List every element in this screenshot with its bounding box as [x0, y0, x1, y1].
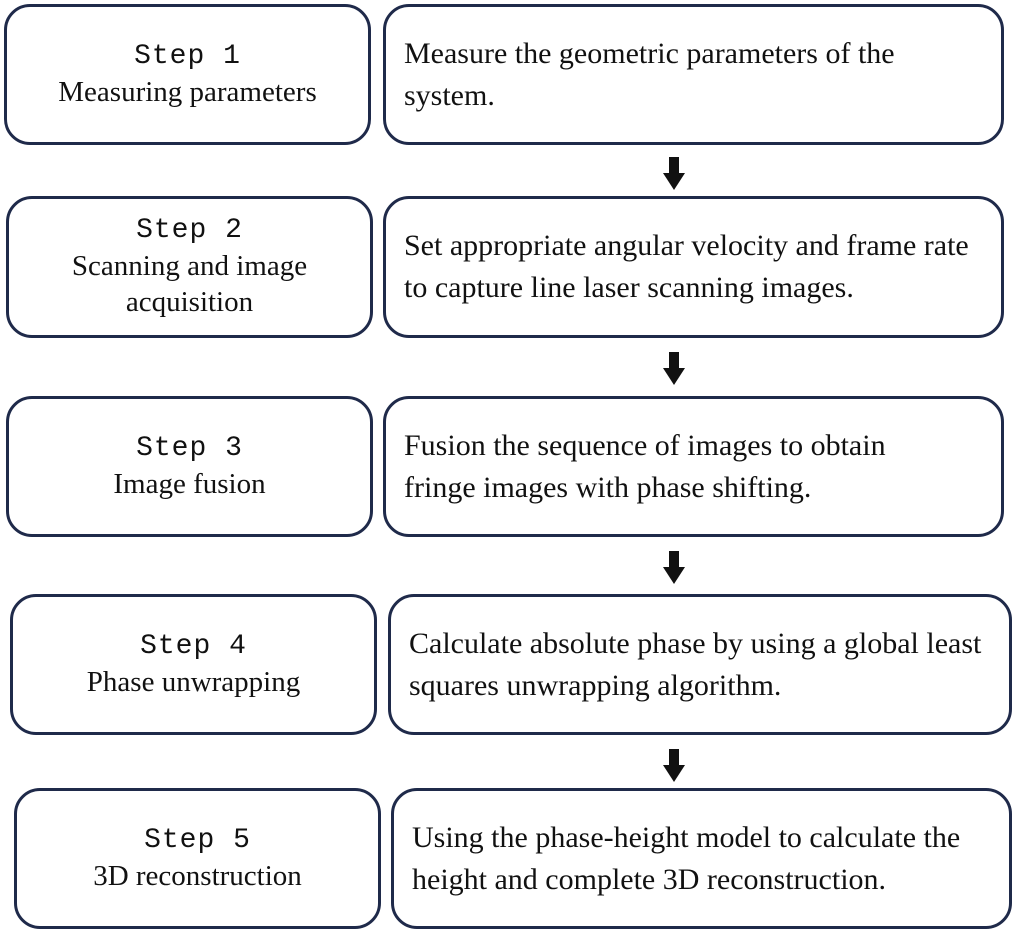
step-4-title: Phase unwrapping — [86, 665, 301, 698]
step-2-title: Scanning and image acquisition — [71, 250, 308, 318]
step-1-number: Step 1 — [134, 40, 241, 72]
step-1-description: Measure the geometric parameters of the … — [404, 36, 895, 112]
step-3-description-box: Fusion the sequence of images to obtain … — [383, 396, 1004, 537]
step-3-label-box: Step 3 Image fusion — [6, 396, 373, 537]
step-4-description-box: Calculate absolute phase by using a glob… — [388, 594, 1012, 735]
step-5-title: 3D reconstruction — [93, 859, 302, 892]
arrow-down-3-to-4-icon — [663, 551, 685, 585]
step-2-number: Step 2 — [136, 215, 243, 246]
step-3-title: Image fusion — [113, 467, 266, 500]
step-2-label-box: Step 2 Scanning and image acquisition — [6, 196, 373, 338]
step-2-description: Set appropriate angular velocity and fra… — [404, 229, 969, 304]
step-5-description-box: Using the phase-height model to calculat… — [391, 788, 1012, 929]
step-5-label-box: Step 5 3D reconstruction — [14, 788, 381, 929]
step-1-title: Measuring parameters — [58, 75, 317, 108]
step-3-number: Step 3 — [136, 432, 243, 464]
arrow-down-2-to-3-icon — [663, 352, 685, 386]
step-4-label-box: Step 4 Phase unwrapping — [10, 594, 377, 735]
arrow-down-4-to-5-icon — [663, 749, 685, 783]
step-5-description: Using the phase-height model to calculat… — [412, 820, 961, 896]
step-2-description-box: Set appropriate angular velocity and fra… — [383, 196, 1004, 338]
step-4-number: Step 4 — [140, 630, 247, 662]
step-5-number: Step 5 — [144, 824, 251, 856]
arrow-down-1-to-2-icon — [663, 157, 685, 191]
step-4-description: Calculate absolute phase by using a glob… — [409, 626, 982, 702]
step-1-label-box: Step 1 Measuring parameters — [4, 4, 371, 145]
step-3-description: Fusion the sequence of images to obtain … — [404, 428, 886, 504]
step-1-description-box: Measure the geometric parameters of the … — [383, 4, 1004, 145]
